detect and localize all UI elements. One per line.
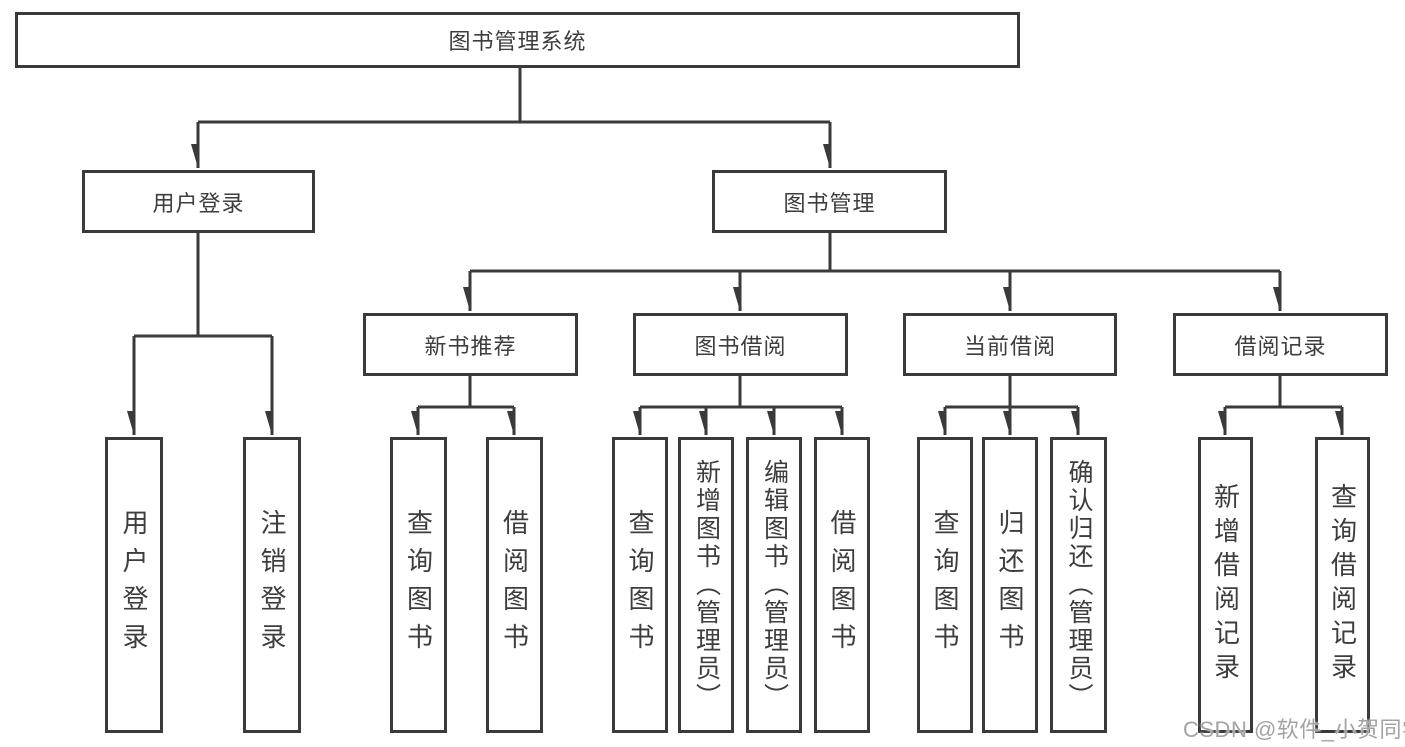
node-label: 新书推荐: [424, 333, 517, 359]
node-label: 当前借阅: [963, 333, 1056, 359]
leaf-label: 查询图书: [625, 509, 655, 661]
leaf-label: 编辑图书（管理员）: [760, 459, 789, 711]
node-current-borrow: 当前借阅: [903, 313, 1117, 376]
leaf-confirm-return-admin: 确认归还（管理员）: [1050, 437, 1107, 733]
leaf-logout: 注销登录: [243, 437, 301, 733]
node-label: 借阅记录: [1234, 333, 1327, 359]
leaf-user-login: 用户登录: [105, 437, 163, 733]
leaf-borrow-books-recommend: 借阅图书: [486, 437, 543, 733]
leaf-query-borrow-record: 查询借阅记录: [1315, 437, 1370, 733]
node-borrow-records: 借阅记录: [1173, 313, 1388, 376]
leaf-label: 借阅图书: [499, 509, 530, 661]
leaf-add-books-admin: 新增图书（管理员）: [678, 437, 734, 733]
node-label: 图书借阅: [694, 333, 787, 359]
leaf-query-books-recommend: 查询图书: [390, 437, 447, 733]
node-new-book-recommend: 新书推荐: [363, 313, 578, 376]
leaf-label: 查询图书: [403, 509, 434, 661]
node-book-borrow: 图书借阅: [633, 313, 848, 376]
leaf-label: 新增图书（管理员）: [692, 459, 721, 711]
node-label: 图书管理系统: [448, 29, 587, 54]
node-user-login: 用户登录: [82, 170, 315, 233]
leaf-label: 确认归还（管理员）: [1065, 459, 1093, 711]
node-library-management-system: 图书管理系统: [15, 12, 1020, 68]
leaf-label: 查询图书: [930, 509, 960, 661]
csdn-watermark: CSDN @软件_小贺同学: [1183, 717, 1405, 742]
leaf-add-borrow-record: 新增借阅记录: [1198, 437, 1253, 733]
leaf-label: 查询借阅记录: [1327, 483, 1358, 687]
leaf-label: 用户登录: [119, 509, 149, 661]
node-book-management: 图书管理: [712, 170, 947, 233]
leaf-query-books-borrow: 查询图书: [612, 437, 668, 733]
leaf-label: 借阅图书: [827, 509, 857, 661]
leaf-edit-books-admin: 编辑图书（管理员）: [746, 437, 802, 733]
leaf-label: 归还图书: [995, 509, 1025, 661]
node-label: 用户登录: [152, 190, 245, 216]
leaf-label: 注销登录: [257, 509, 287, 661]
leaf-label: 新增借阅记录: [1210, 483, 1241, 687]
leaf-query-books-current: 查询图书: [917, 437, 973, 733]
leaf-borrow-books: 借阅图书: [814, 437, 870, 733]
node-label: 图书管理: [783, 190, 876, 216]
leaf-return-books: 归还图书: [982, 437, 1038, 733]
